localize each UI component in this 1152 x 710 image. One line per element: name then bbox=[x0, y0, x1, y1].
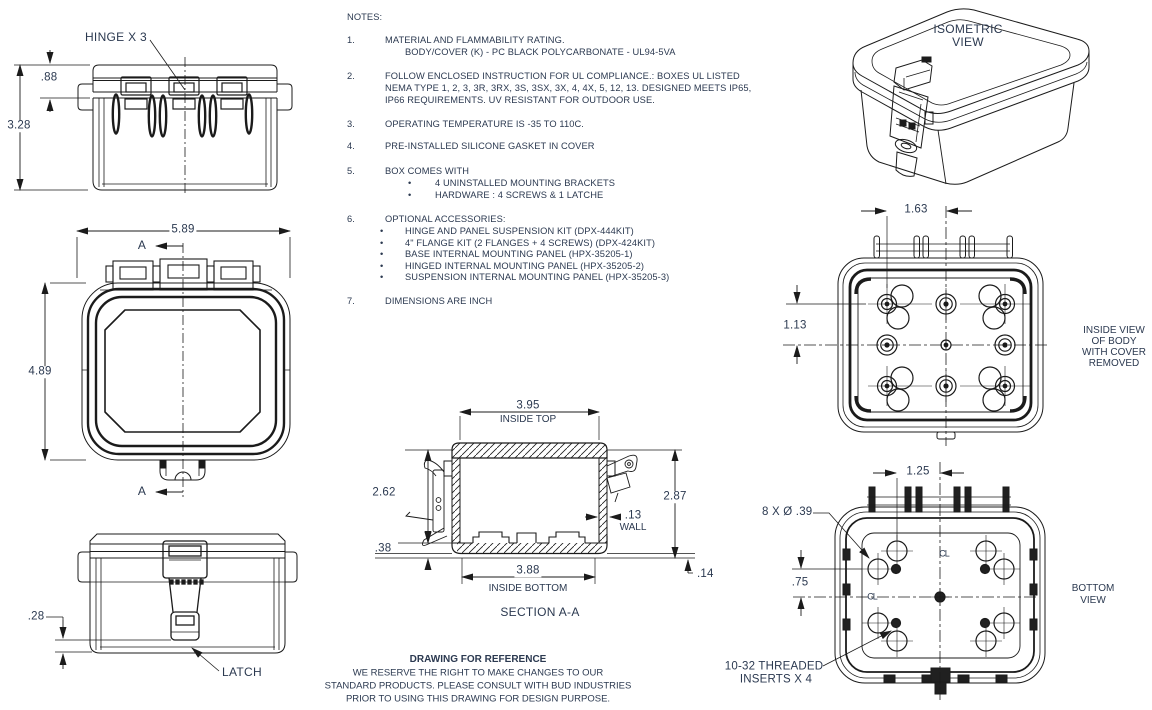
dim-lip: .14 bbox=[697, 568, 714, 580]
note-number: 5. bbox=[347, 166, 355, 176]
note-text: DIMENSIONS ARE INCH bbox=[385, 296, 493, 306]
note-text: BASE INTERNAL MOUNTING PANEL (HPX-35205-… bbox=[405, 249, 633, 259]
section-letter-bottom: A bbox=[137, 484, 147, 498]
dim-front-width: 5.89 bbox=[169, 223, 197, 236]
section-latch-hardware bbox=[606, 454, 638, 503]
note-text: NEMA TYPE 1, 2, 3, 3R, 3RX, 3S, 3SX, 3X,… bbox=[385, 83, 752, 93]
inserts-callout-line1: 10-32 THREADED bbox=[724, 660, 824, 673]
inside-bottom-label: INSIDE BOTTOM bbox=[488, 583, 568, 594]
dim-rear-height: 3.28 bbox=[5, 119, 33, 132]
section-letter-top: A bbox=[137, 238, 147, 252]
note-text: OPTIONAL ACCESSORIES: bbox=[385, 214, 506, 224]
latch-callout: LATCH bbox=[222, 665, 262, 679]
section-hinge-hardware bbox=[405, 459, 448, 546]
latch-assembly bbox=[162, 540, 208, 641]
inside-view bbox=[783, 206, 1048, 446]
note-text: FOLLOW ENCLOSED INSTRUCTION FOR UL COMPL… bbox=[385, 71, 740, 81]
rear-view bbox=[14, 39, 293, 196]
disclaimer-line: STANDARD PRODUCTS. PLEASE CONSULT WITH B… bbox=[324, 680, 632, 692]
dim-latch-foot: .28 bbox=[27, 610, 45, 623]
note-number: 3. bbox=[347, 119, 355, 129]
dim-front-height: 4.89 bbox=[26, 365, 54, 378]
note-text: HINGE AND PANEL SUSPENSION KIT (DPX-444K… bbox=[405, 226, 634, 236]
dim-inside-top: 3.95 bbox=[516, 399, 540, 412]
section-aa-view bbox=[375, 408, 695, 584]
dim-bottom-vertical: .75 bbox=[789, 576, 811, 589]
dim-inside-vertical: 1.13 bbox=[781, 319, 809, 332]
bottom-view bbox=[792, 462, 1046, 700]
bottom-hinge-pins bbox=[867, 486, 1011, 513]
note-number: 2. bbox=[347, 71, 355, 81]
centerline-symbol-top: CL bbox=[939, 548, 949, 559]
dim-inside-bottom: 3.88 bbox=[514, 564, 542, 577]
hinge-brackets bbox=[120, 76, 248, 110]
centerline-symbol-left: CL bbox=[867, 591, 877, 602]
front-view bbox=[41, 227, 291, 497]
isometric-view bbox=[852, 8, 1090, 185]
front-hinge-blocks bbox=[100, 258, 272, 291]
note-text: HARDWARE : 4 SCREWS & 1 LATCHE bbox=[435, 190, 604, 200]
note-text: SUSPENSION INTERNAL MOUNTING PANEL (HPX-… bbox=[405, 272, 670, 282]
note-bullet: • bbox=[408, 190, 412, 200]
isometric-caption-line1: ISOMETRIC bbox=[933, 22, 1003, 36]
disclaimer-line: PRIOR TO USING THIS DRAWING FOR DESIGN P… bbox=[345, 693, 611, 705]
inside-view-caption-line4: REMOVED bbox=[1088, 358, 1140, 369]
dim-rear-lid: .88 bbox=[38, 71, 60, 84]
note-number: 4. bbox=[347, 141, 355, 151]
note-number: 6. bbox=[347, 214, 355, 224]
dim-wall: .13 bbox=[624, 509, 642, 522]
dim-inside-horizontal: 1.63 bbox=[904, 203, 928, 216]
latch-view bbox=[46, 533, 298, 672]
dim-outer-depth: 2.87 bbox=[661, 490, 689, 503]
note-text: 4" FLANGE KIT (2 FLANGES + 4 SCREWS) (DP… bbox=[405, 238, 656, 248]
inside-top-label: INSIDE TOP bbox=[499, 414, 557, 425]
note-text: 4 UNINSTALLED MOUNTING BRACKETS bbox=[435, 178, 616, 188]
inside-view-caption-line3: WITH COVER bbox=[1082, 347, 1146, 358]
hinge-callout: HINGE X 3 bbox=[84, 30, 148, 44]
inserts-callout-line2: INSERTS X 4 bbox=[739, 673, 813, 686]
note-number: 7. bbox=[347, 296, 355, 306]
note-text: BOX COMES WITH bbox=[385, 166, 470, 176]
note-text: BODY/COVER (K) - PC BLACK POLYCARBONATE … bbox=[405, 47, 676, 57]
note-text: MATERIAL AND FLAMMABILITY RATING. bbox=[385, 35, 565, 45]
bottom-view-caption-line2: VIEW bbox=[1080, 595, 1106, 606]
inside-hinge-pins bbox=[873, 235, 1013, 259]
bottom-view-caption-line1: BOTTOM bbox=[1071, 583, 1115, 594]
front-latch-bump bbox=[159, 460, 206, 481]
note-number: 1. bbox=[347, 35, 355, 45]
notes-title: NOTES: bbox=[347, 12, 383, 22]
hinge-hooks bbox=[111, 93, 254, 138]
dim-bottom-horizontal: 1.25 bbox=[906, 465, 930, 478]
disclaimer-title: DRAWING FOR REFERENCE bbox=[409, 654, 547, 665]
note-bullet: • bbox=[380, 249, 384, 259]
note-bullet: • bbox=[380, 238, 384, 248]
dim-floor: .38 bbox=[374, 542, 392, 555]
note-bullet: • bbox=[380, 261, 384, 271]
inside-view-caption-line1: INSIDE VIEW bbox=[1083, 325, 1145, 336]
isometric-latch bbox=[889, 56, 934, 177]
note-text: HINGED INTERNAL MOUNTING PANEL (HPX-3520… bbox=[405, 261, 645, 271]
wall-label: WALL bbox=[619, 522, 647, 533]
section-caption: SECTION A-A bbox=[500, 605, 580, 619]
holes-callout: 8 X Ø .39 bbox=[762, 506, 813, 518]
note-text: PRE-INSTALLED SILICONE GASKET IN COVER bbox=[385, 141, 595, 151]
note-text: IP66 REQUIREMENTS. UV RESISTANT FOR OUTD… bbox=[385, 95, 655, 105]
note-bullet: • bbox=[408, 178, 412, 188]
inside-view-caption-line2: OF BODY bbox=[1091, 336, 1137, 347]
note-bullet: • bbox=[380, 226, 384, 236]
disclaimer-line: WE RESERVE THE RIGHT TO MAKE CHANGES TO … bbox=[352, 667, 604, 679]
note-bullet: • bbox=[380, 272, 384, 282]
dim-inner-depth: 2.62 bbox=[372, 486, 396, 499]
bottom-holes bbox=[862, 535, 1020, 657]
isometric-caption-line2: VIEW bbox=[952, 35, 984, 49]
note-text: OPERATING TEMPERATURE IS -35 TO 110C. bbox=[385, 119, 584, 129]
